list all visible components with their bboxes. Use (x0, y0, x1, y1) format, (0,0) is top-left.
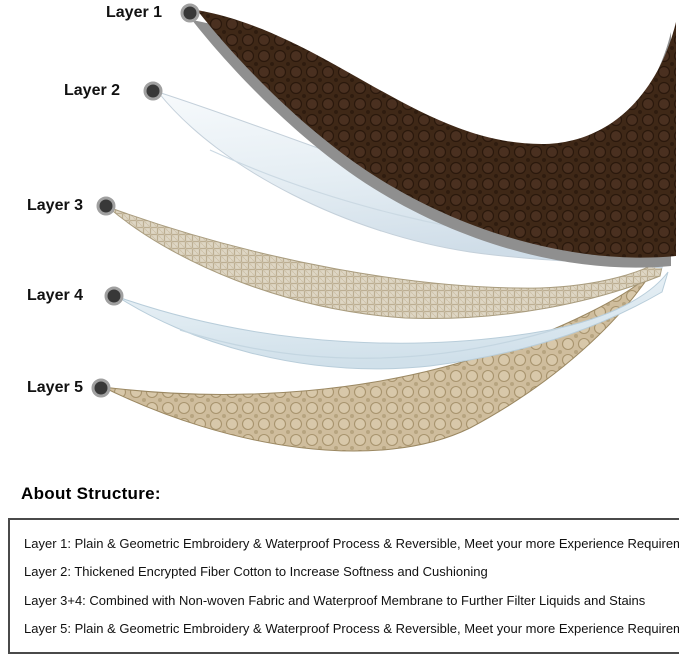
about-structure-heading: About Structure: (21, 484, 161, 503)
layer-4-dot (104, 286, 124, 306)
layer-3-label: Layer 3 (27, 197, 84, 214)
layer-4-crease (179, 327, 561, 359)
layer-1-fabric (197, 10, 676, 258)
layer-4-fabric (117, 271, 669, 370)
structure-description-box: Layer 1: Plain & Geometric Embroidery & … (8, 518, 679, 654)
layer-2-description: Layer 2: Thickened Encrypted Fiber Cotto… (24, 564, 488, 580)
layer-3-dot (96, 196, 116, 216)
layer-4-label: Layer 4 (27, 287, 84, 304)
layer-1-description: Layer 1: Plain & Geometric Embroidery & … (24, 535, 679, 551)
layer-5-label: Layer 5 (27, 379, 84, 396)
layer-1-label: Layer 1 (106, 4, 163, 21)
layer-2-label: Layer 2 (64, 82, 121, 99)
fabric-layers-diagram (91, 3, 676, 452)
layer-2-dot (143, 81, 163, 101)
layer-3-fabric (107, 206, 665, 319)
layer-1-dot (180, 3, 200, 23)
layer-5-dot (91, 378, 111, 398)
layer-3-4-description: Layer 3+4: Combined with Non-woven Fabri… (24, 592, 646, 608)
layer-5-description: Layer 5: Plain & Geometric Embroidery & … (24, 621, 679, 637)
